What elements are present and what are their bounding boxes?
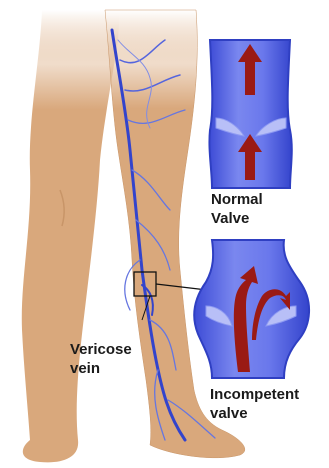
normal-valve-vessel — [209, 40, 291, 188]
incompetent-valve-vessel — [194, 240, 309, 378]
varicose-vein-label-line-2: vein — [70, 359, 132, 378]
incompetent-valve-label-line-1: Incompetent — [210, 385, 299, 404]
varicose-vein-label-line-1: Vericose — [70, 340, 132, 359]
normal-valve-label-line-2: Valve — [211, 209, 263, 228]
varicose-vein-label: Vericose vein — [70, 340, 132, 378]
incompetent-valve-label: Incompetent valve — [210, 385, 299, 423]
normal-valve-label: Normal Valve — [211, 190, 263, 228]
incompetent-valve-label-line-2: valve — [210, 404, 299, 423]
left-leg — [22, 10, 120, 462]
normal-valve-label-line-1: Normal — [211, 190, 263, 209]
